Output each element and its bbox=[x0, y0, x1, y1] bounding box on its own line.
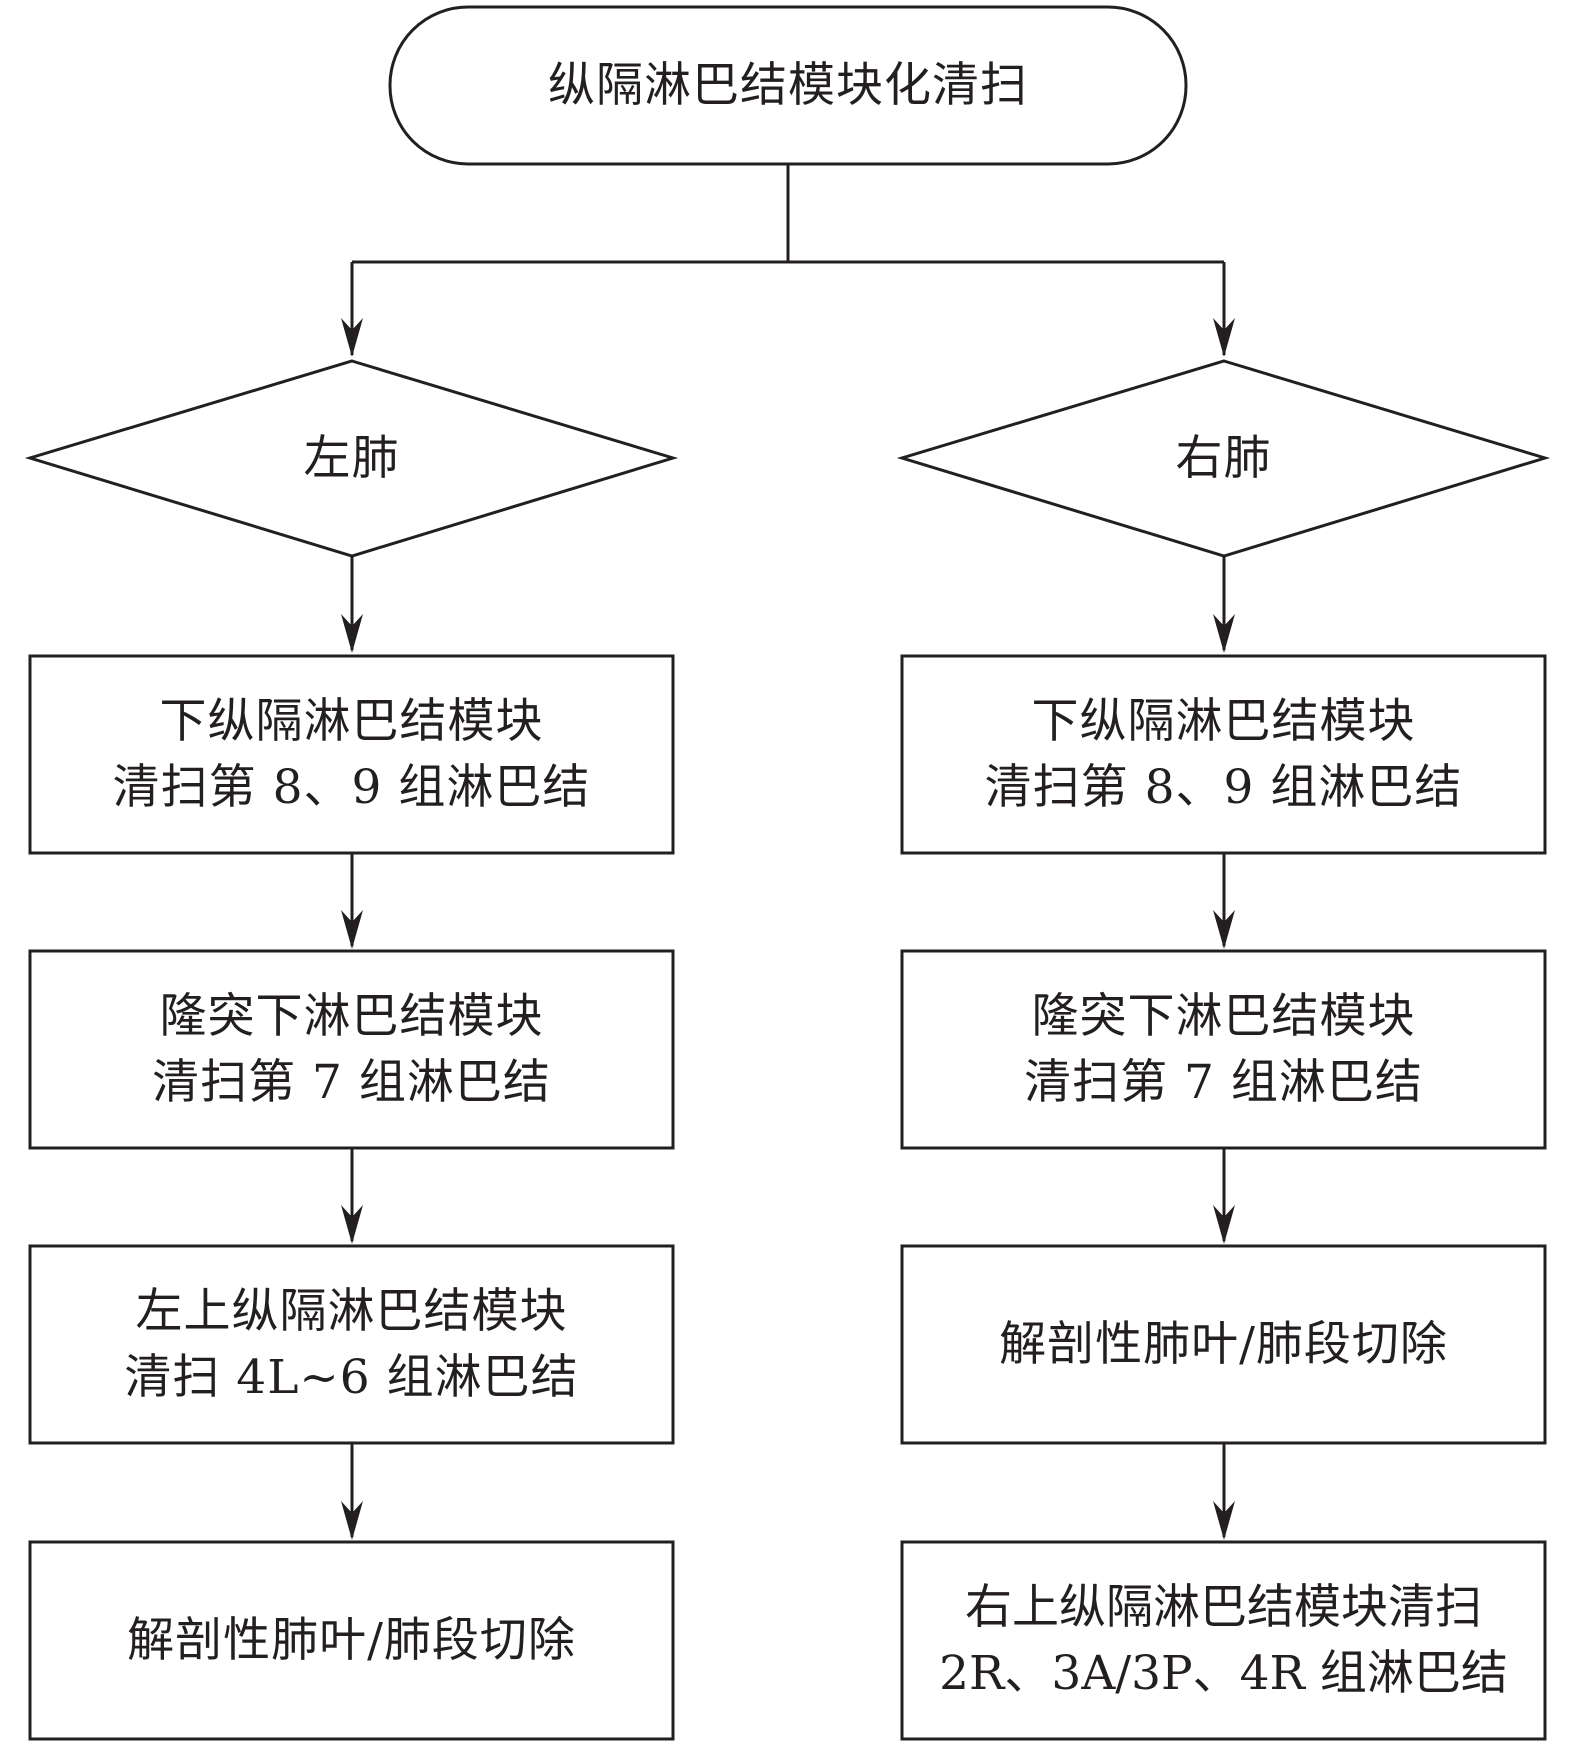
arrowhead-right-step3 bbox=[1213, 1205, 1235, 1244]
right-step2-line2: 清扫第 7 组淋巴结 bbox=[1024, 1054, 1423, 1110]
right-step3-box bbox=[900, 1244, 1547, 1445]
left-step2-box bbox=[28, 949, 675, 1150]
right-decision-text: 右肺 bbox=[1175, 430, 1272, 486]
start-terminator-label: 纵隔淋巴结模块化清扫 bbox=[390, 7, 1186, 164]
arrowhead-right-step4 bbox=[1213, 1501, 1235, 1540]
left-step4-box bbox=[28, 1540, 675, 1741]
left-step3-box bbox=[28, 1244, 675, 1445]
right-step1-line1: 下纵隔淋巴结模块 bbox=[1031, 693, 1416, 749]
right-step4-line1: 右上纵隔淋巴结模块清扫 bbox=[965, 1579, 1482, 1635]
left-step3-line2: 清扫 4L~6 组淋巴结 bbox=[124, 1349, 579, 1405]
right-step1-line2: 清扫第 8、9 组淋巴结 bbox=[984, 759, 1463, 815]
arrowhead-right-step2 bbox=[1213, 910, 1235, 949]
arrowhead-left-step3 bbox=[341, 1205, 363, 1244]
left-step1-line1: 下纵隔淋巴结模块 bbox=[159, 693, 544, 749]
left-step3-label: 左上纵隔淋巴结模块 清扫 4L~6 组淋巴结 bbox=[30, 1246, 673, 1443]
left-step1-box bbox=[28, 654, 675, 855]
arrowhead-left-step1 bbox=[341, 614, 363, 653]
right-step2-line1: 隆突下淋巴结模块 bbox=[1031, 988, 1416, 1044]
left-decision-text: 左肺 bbox=[303, 430, 400, 486]
right-step3-line1: 解剖性肺叶/肺段切除 bbox=[999, 1316, 1448, 1372]
left-step4-label: 解剖性肺叶/肺段切除 bbox=[30, 1542, 673, 1739]
left-step1-label: 下纵隔淋巴结模块 清扫第 8、9 组淋巴结 bbox=[30, 656, 673, 853]
right-step4-label: 右上纵隔淋巴结模块清扫 2R、3A/3P、4R 组淋巴结 bbox=[902, 1542, 1545, 1739]
left-step3-line1: 左上纵隔淋巴结模块 bbox=[135, 1283, 568, 1339]
right-step1-box bbox=[900, 654, 1547, 855]
left-step2-line1: 隆突下淋巴结模块 bbox=[159, 988, 544, 1044]
right-step2-label: 隆突下淋巴结模块 清扫第 7 组淋巴结 bbox=[902, 951, 1545, 1148]
arrowhead-right-step1 bbox=[1213, 614, 1235, 653]
right-lung-decision-label: 右肺 bbox=[902, 361, 1545, 556]
left-step4-line1: 解剖性肺叶/肺段切除 bbox=[127, 1612, 576, 1668]
start-label-text: 纵隔淋巴结模块化清扫 bbox=[548, 57, 1028, 113]
right-step1-label: 下纵隔淋巴结模块 清扫第 8、9 组淋巴结 bbox=[902, 656, 1545, 853]
left-step2-line2: 清扫第 7 组淋巴结 bbox=[152, 1054, 551, 1110]
right-step4-line2: 2R、3A/3P、4R 组淋巴结 bbox=[939, 1645, 1508, 1701]
right-step2-box bbox=[900, 949, 1547, 1150]
right-step3-label: 解剖性肺叶/肺段切除 bbox=[902, 1246, 1545, 1443]
arrowhead-left-step2 bbox=[341, 910, 363, 949]
left-step2-label: 隆突下淋巴结模块 清扫第 7 组淋巴结 bbox=[30, 951, 673, 1148]
left-lung-decision-label: 左肺 bbox=[30, 361, 673, 556]
arrowhead-left-step4 bbox=[341, 1501, 363, 1540]
arrowhead-left-decision bbox=[341, 318, 363, 357]
arrowhead-right-decision bbox=[1213, 318, 1235, 357]
left-step1-line2: 清扫第 8、9 组淋巴结 bbox=[112, 759, 591, 815]
right-step4-box bbox=[900, 1540, 1547, 1741]
